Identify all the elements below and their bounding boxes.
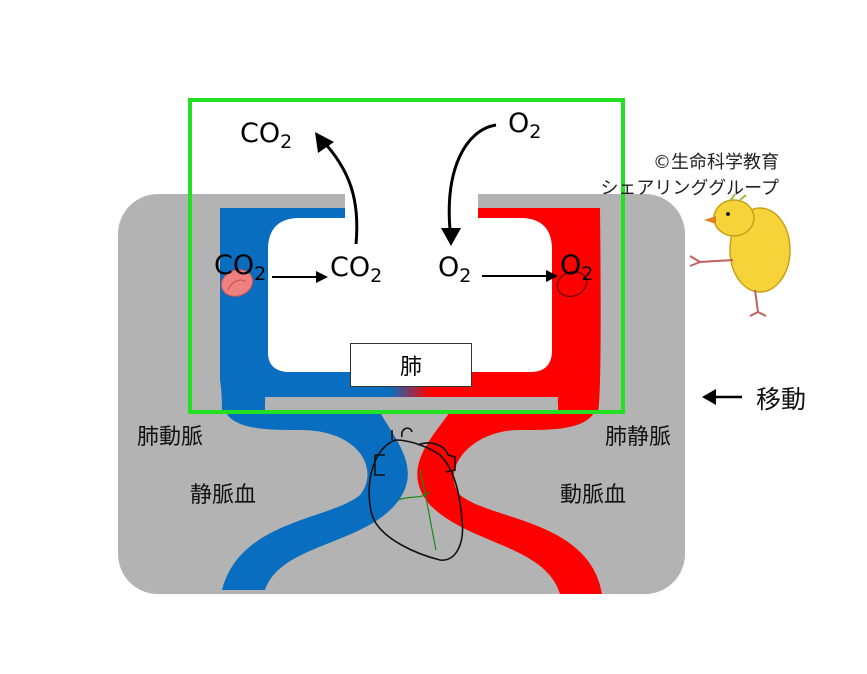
lung-label: 肺 xyxy=(350,343,472,387)
venous-lower-vessel xyxy=(221,395,408,590)
rbc-right xyxy=(556,271,588,297)
arterial-vessel xyxy=(410,208,601,412)
rbc-left xyxy=(220,269,254,297)
alveolus-space xyxy=(268,218,552,372)
o2-in-arrow xyxy=(447,123,497,231)
pulmonary-vein-label: 肺静脈 xyxy=(605,425,672,450)
o2-in-alveolus: O2 xyxy=(438,252,472,287)
credit-line-2: シェアリンググループ xyxy=(600,178,779,199)
heart-icon xyxy=(368,427,464,561)
chick-doodle-icon xyxy=(689,193,791,317)
alveolus-opening xyxy=(345,190,478,220)
pulmonary-artery-label: 肺動脈 xyxy=(137,425,204,450)
o2-in-blood: O2 xyxy=(560,250,594,285)
credit-line-1: ©生命科学教育 xyxy=(653,152,779,173)
capillary-gap xyxy=(265,397,558,412)
focus-frame xyxy=(188,98,625,414)
move-label: 移動 xyxy=(756,385,807,414)
gas-arrows xyxy=(272,123,742,399)
o2-inhaled: O2 xyxy=(508,108,542,143)
co2-out-arrow xyxy=(320,138,359,245)
co2-in-alveolus: CO2 xyxy=(330,252,383,287)
venous-blood-label: 静脈血 xyxy=(190,483,257,508)
arterial-lower-vessel xyxy=(417,395,602,594)
arterial-blood-label: 動脈血 xyxy=(560,483,627,508)
co2-exhaled: CO2 xyxy=(240,118,293,153)
rbc-left-highlight xyxy=(227,279,247,291)
venous-vessel xyxy=(220,208,410,412)
arrowheads xyxy=(315,132,716,405)
co2-in-blood: CO2 xyxy=(214,250,267,285)
